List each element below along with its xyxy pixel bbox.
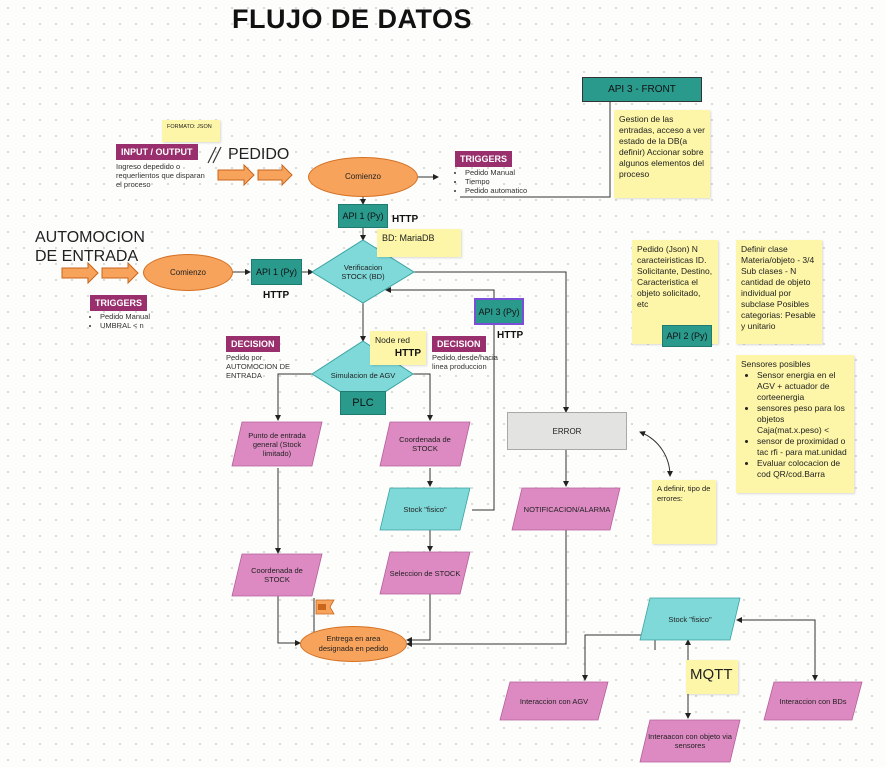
api1-left-label: API 1 (Py) xyxy=(255,267,297,277)
seleccion-stock-node[interactable]: Seleccion de STOCK xyxy=(389,568,461,578)
sensor-item: Evaluar colocacion de cod QR/cod.Barra xyxy=(757,458,849,480)
page-title: FLUJO DE DATOS xyxy=(232,4,473,34)
pedido-label: PEDIDO xyxy=(228,146,290,163)
interaccion-agv-node[interactable]: Interaccion con AGV xyxy=(519,696,589,706)
coordenada-stock-right-node[interactable]: Coordenada de STOCK xyxy=(399,435,451,453)
interaccion-bds-node[interactable]: Interaccion con BDs xyxy=(779,696,847,706)
sensores-title: Sensores posibles xyxy=(741,359,811,369)
trigger-item: Tiempo xyxy=(465,177,565,186)
api1-top-label: API 1 (Py) xyxy=(342,211,384,221)
coordenada-stock-left-node[interactable]: Coordenada de STOCK xyxy=(251,566,303,584)
input-output-description: Ingreso depedido o requerlientos que dis… xyxy=(116,162,205,189)
http-label-left: HTTP xyxy=(263,290,290,301)
error-node[interactable]: ERROR xyxy=(507,412,627,450)
plc-label: PLC xyxy=(352,397,374,409)
decision-left-tag: DECISION xyxy=(226,336,280,352)
decision-right-tag: DECISION xyxy=(432,336,486,352)
error-label: ERROR xyxy=(552,426,582,436)
sensor-item: Sensor energia en el AGV + actuador de c… xyxy=(757,370,849,403)
simulacion-agv-node[interactable]: Simulacion de AGV xyxy=(330,370,396,380)
format-sticky-note: FORMATO: JSON xyxy=(162,120,220,142)
comienzo-left-label: Comienzo xyxy=(169,267,206,277)
triggers-left-tag: TRIGGERS xyxy=(90,295,148,311)
interaccion-sensores-node[interactable]: Interaacon con objeto via sensores xyxy=(648,732,732,750)
comienzo-left-node[interactable]: Comienzo xyxy=(143,254,233,291)
stock-fisico-bottom-node[interactable]: Stock "fisico" xyxy=(668,614,712,624)
mqtt-sticky-note: MQTT xyxy=(686,660,738,694)
node-red-sticky-note: Node red HTTP xyxy=(370,331,426,365)
http-label-node-red: HTTP xyxy=(394,348,421,359)
clase-sticky-note: Definir clase Materia/objeto - 3/4 Sub c… xyxy=(736,240,822,344)
entrega-node[interactable]: Entrega en area designada en pedido xyxy=(300,626,407,662)
api2-node[interactable]: API 2 (Py) xyxy=(662,325,712,347)
sensor-item: sensores peso para los objetos Caja(mat.… xyxy=(757,403,849,436)
comienzo-top-label: Comienzo xyxy=(344,172,381,181)
api3-front-sticky-note: Gestion de las entradas, acceso a ver es… xyxy=(614,110,710,198)
api3-front-label: API 3 - FRONT xyxy=(608,84,676,95)
trigger-item: Pedido automatico xyxy=(465,186,565,195)
stock-fisico-node[interactable]: Stock "fisico" xyxy=(403,504,447,514)
error-sticky-note: A definir, tipo de errores: xyxy=(652,480,716,544)
triggers-top-tag: TRIGGERS xyxy=(455,151,513,167)
punto-entrada-node[interactable]: Punto de entrada general (Stock limitado… xyxy=(248,430,306,458)
api3-front-node[interactable]: API 3 - FRONT xyxy=(582,77,702,102)
notificacion-alarma-node[interactable]: NOTIFICACION/ALARMA xyxy=(523,504,611,514)
verificacion-stock-node[interactable]: Verificacion STOCK (BD) xyxy=(341,263,385,281)
triggers-top-list: Pedido Manual Tiempo Pedido automatico xyxy=(455,168,565,195)
decision-right-description: Pedido desde/hacia linea produccion xyxy=(432,353,498,371)
trigger-item: Pedido Manual xyxy=(465,168,565,177)
sensores-sticky-note: Sensores posibles Sensor energia en el A… xyxy=(736,355,854,493)
decision-left-description: Pedido por AUTOMOCION DE ENTRADA xyxy=(226,353,291,380)
api1-left-node[interactable]: API 1 (Py) xyxy=(251,259,302,285)
trigger-item: UMBRAL < n xyxy=(100,321,180,330)
comienzo-top-node[interactable]: Comienzo xyxy=(308,157,418,197)
http-label-api3: HTTP xyxy=(497,330,524,341)
node-red-label: Node red xyxy=(375,335,410,345)
http-label-top: HTTP xyxy=(392,214,419,225)
api3-py-label: API 3 (Py) xyxy=(478,306,520,317)
api3-py-node[interactable]: API 3 (Py) xyxy=(474,298,524,325)
entrega-label: Entrega en area designada en pedido xyxy=(318,634,389,653)
api1-top-node[interactable]: API 1 (Py) xyxy=(338,204,388,228)
trigger-item: Pedido Manual xyxy=(100,312,180,321)
api2-label: API 2 (Py) xyxy=(666,331,708,341)
triggers-left-list: Pedido Manual UMBRAL < n xyxy=(90,312,180,330)
sensor-item: sensor de proximidad o tac rfi - para ma… xyxy=(757,436,849,458)
automocion-label: AUTOMOCION DE ENTRADA xyxy=(35,229,145,265)
plc-node[interactable]: PLC xyxy=(340,391,386,415)
input-output-tag: INPUT / OUTPUT xyxy=(116,144,198,160)
bd-sticky-note: BD: MariaDB xyxy=(377,229,461,257)
